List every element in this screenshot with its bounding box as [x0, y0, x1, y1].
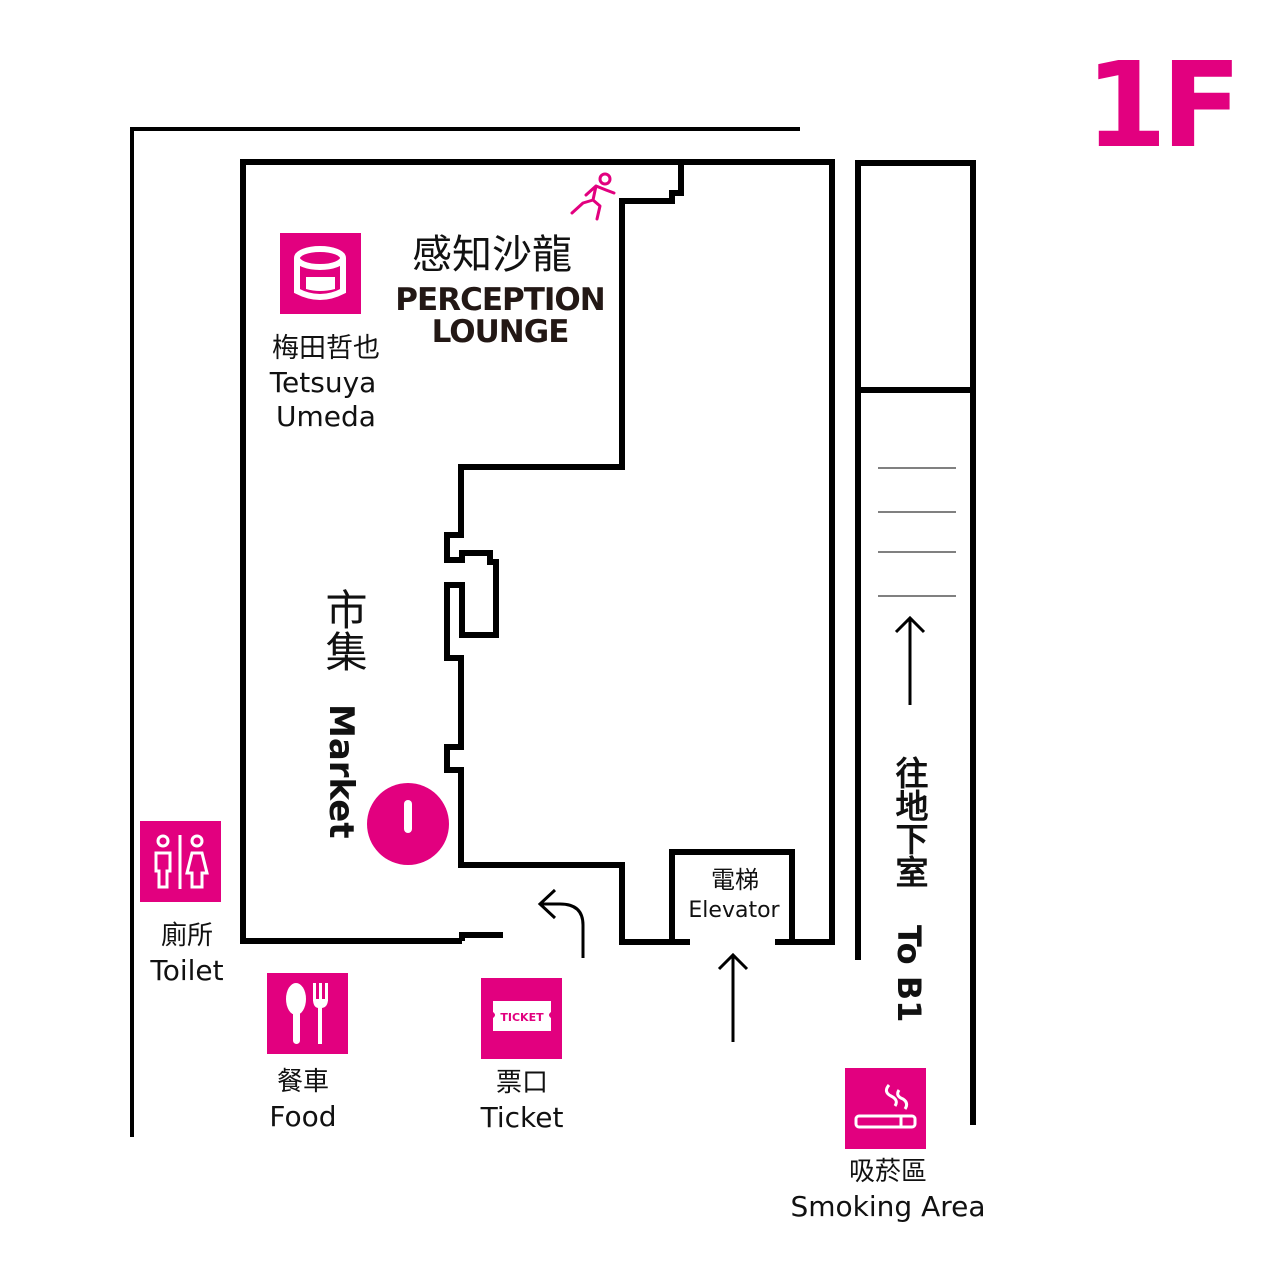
- stairs: [878, 467, 956, 597]
- smoking-icon: [854, 1084, 917, 1129]
- smoking-zh: 吸菸區: [848, 1157, 927, 1187]
- ticket-icon-text: TICKET: [500, 1011, 544, 1024]
- toilet-en: Toilet: [150, 954, 224, 987]
- ticket-sign[interactable]: TICKET: [481, 978, 562, 1059]
- floor-label: 1F: [1085, 36, 1242, 174]
- toilet-zh: 廁所: [160, 921, 213, 951]
- fork-spoon-icon: [286, 983, 328, 1044]
- building-wall: [240, 159, 835, 945]
- to-b1-zh: 往地下室: [890, 756, 929, 888]
- smoking-en: Smoking Area: [790, 1190, 986, 1223]
- turn-left-arrow-icon: [537, 888, 585, 958]
- smoking-area-sign[interactable]: [845, 1068, 926, 1149]
- market-en: Market: [321, 704, 361, 839]
- perception-lounge-en-2: LOUNGE: [431, 314, 570, 350]
- to-b1-en: To B1: [890, 925, 928, 1023]
- food-sign[interactable]: [267, 973, 348, 1054]
- ticket-zh: 票口: [495, 1068, 548, 1098]
- building-wall-entrance: [459, 932, 503, 941]
- toilet-sign[interactable]: [140, 821, 221, 902]
- elevator-en: Elevator: [688, 898, 780, 923]
- emergency-exit-icon: [570, 172, 616, 221]
- artist-booth-icon[interactable]: [280, 233, 361, 314]
- arrow-up-icon: [894, 615, 926, 705]
- perception-lounge-zh: 感知沙龍: [412, 232, 572, 278]
- outer-wall: [130, 127, 800, 1137]
- elevator-zh: 電梯: [711, 866, 759, 894]
- ticket-en: Ticket: [480, 1101, 564, 1134]
- tetsuya-umeda-en-1: Tetsuya: [269, 366, 377, 399]
- perception-lounge-en-1: PERCEPTION: [395, 282, 605, 318]
- food-zh: 餐車: [276, 1067, 329, 1097]
- cylinder-icon: [294, 246, 346, 300]
- tetsuya-umeda-zh: 梅田哲也: [272, 333, 380, 364]
- toilet-icon: [154, 834, 209, 889]
- market-zh: 市集: [319, 588, 368, 672]
- food-en: Food: [269, 1100, 337, 1133]
- arrow-up-icon: [717, 952, 749, 1042]
- elevator-wall: [669, 849, 795, 942]
- inner-wall: [444, 165, 690, 945]
- ticket-icon: TICKET: [493, 1001, 551, 1031]
- tetsuya-umeda-en-2: Umeda: [276, 400, 376, 433]
- info-marker[interactable]: [367, 783, 449, 865]
- corridor-wall: [855, 160, 976, 1125]
